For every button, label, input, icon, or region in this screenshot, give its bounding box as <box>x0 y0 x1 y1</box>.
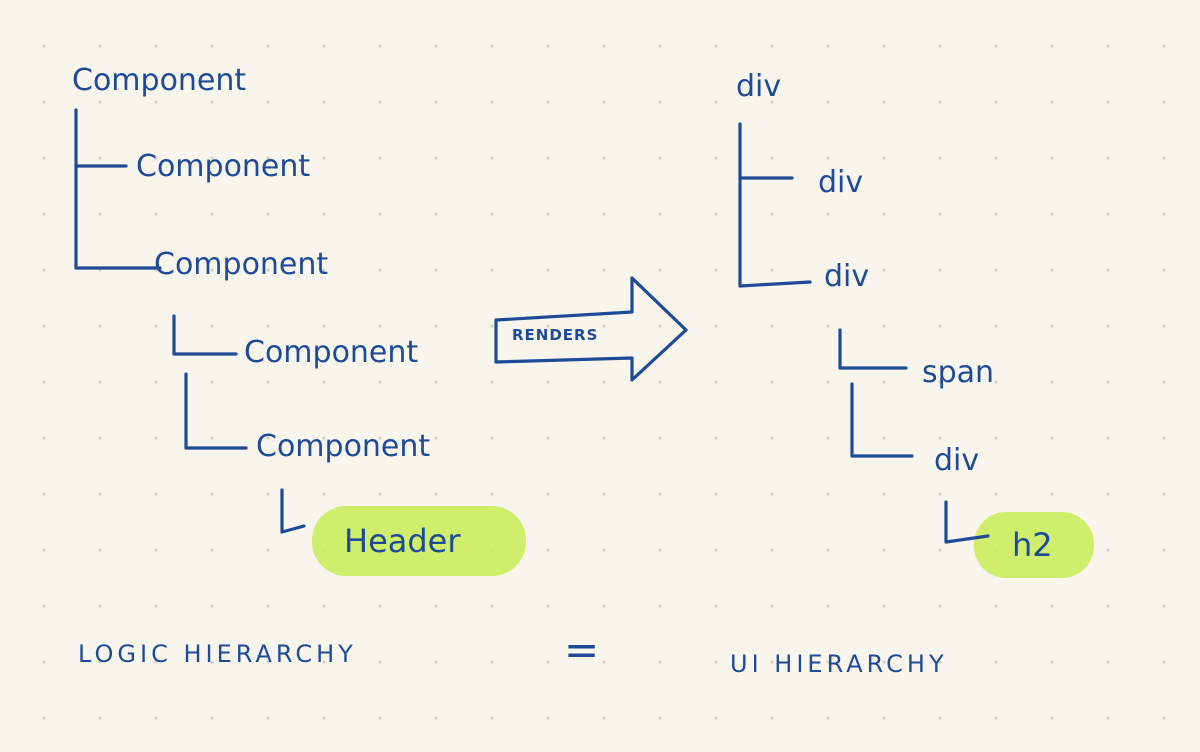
ui-root-label: div <box>736 69 781 104</box>
ui-grandchild-1-label: span <box>922 355 994 390</box>
logic-child-2-label: Component <box>154 247 328 282</box>
logic-grandchild-1-label: Component <box>244 335 418 370</box>
header-highlight <box>312 506 526 576</box>
ui-tree-connectors <box>738 122 990 544</box>
logic-root-label: Component <box>72 63 246 98</box>
renders-label: RENDERS <box>512 326 598 344</box>
h2-highlight <box>974 512 1094 578</box>
renders-arrow <box>494 276 688 382</box>
logic-grandchild-2-label: Component <box>256 429 430 464</box>
ui-child-1-label: div <box>818 165 863 200</box>
logic-tree-connectors <box>74 108 306 534</box>
logic-leaf-header-label: Header <box>344 522 461 560</box>
ui-grandchild-2-label: div <box>934 443 979 478</box>
ui-hierarchy-caption: UI HIERARCHY <box>730 650 948 678</box>
equals-sign: = <box>564 625 599 674</box>
logic-hierarchy-caption: LOGIC HIERARCHY <box>78 640 357 668</box>
ui-leaf-h2-label: h2 <box>1012 526 1053 564</box>
ui-child-2-label: div <box>824 259 869 294</box>
logic-child-1-label: Component <box>136 149 310 184</box>
